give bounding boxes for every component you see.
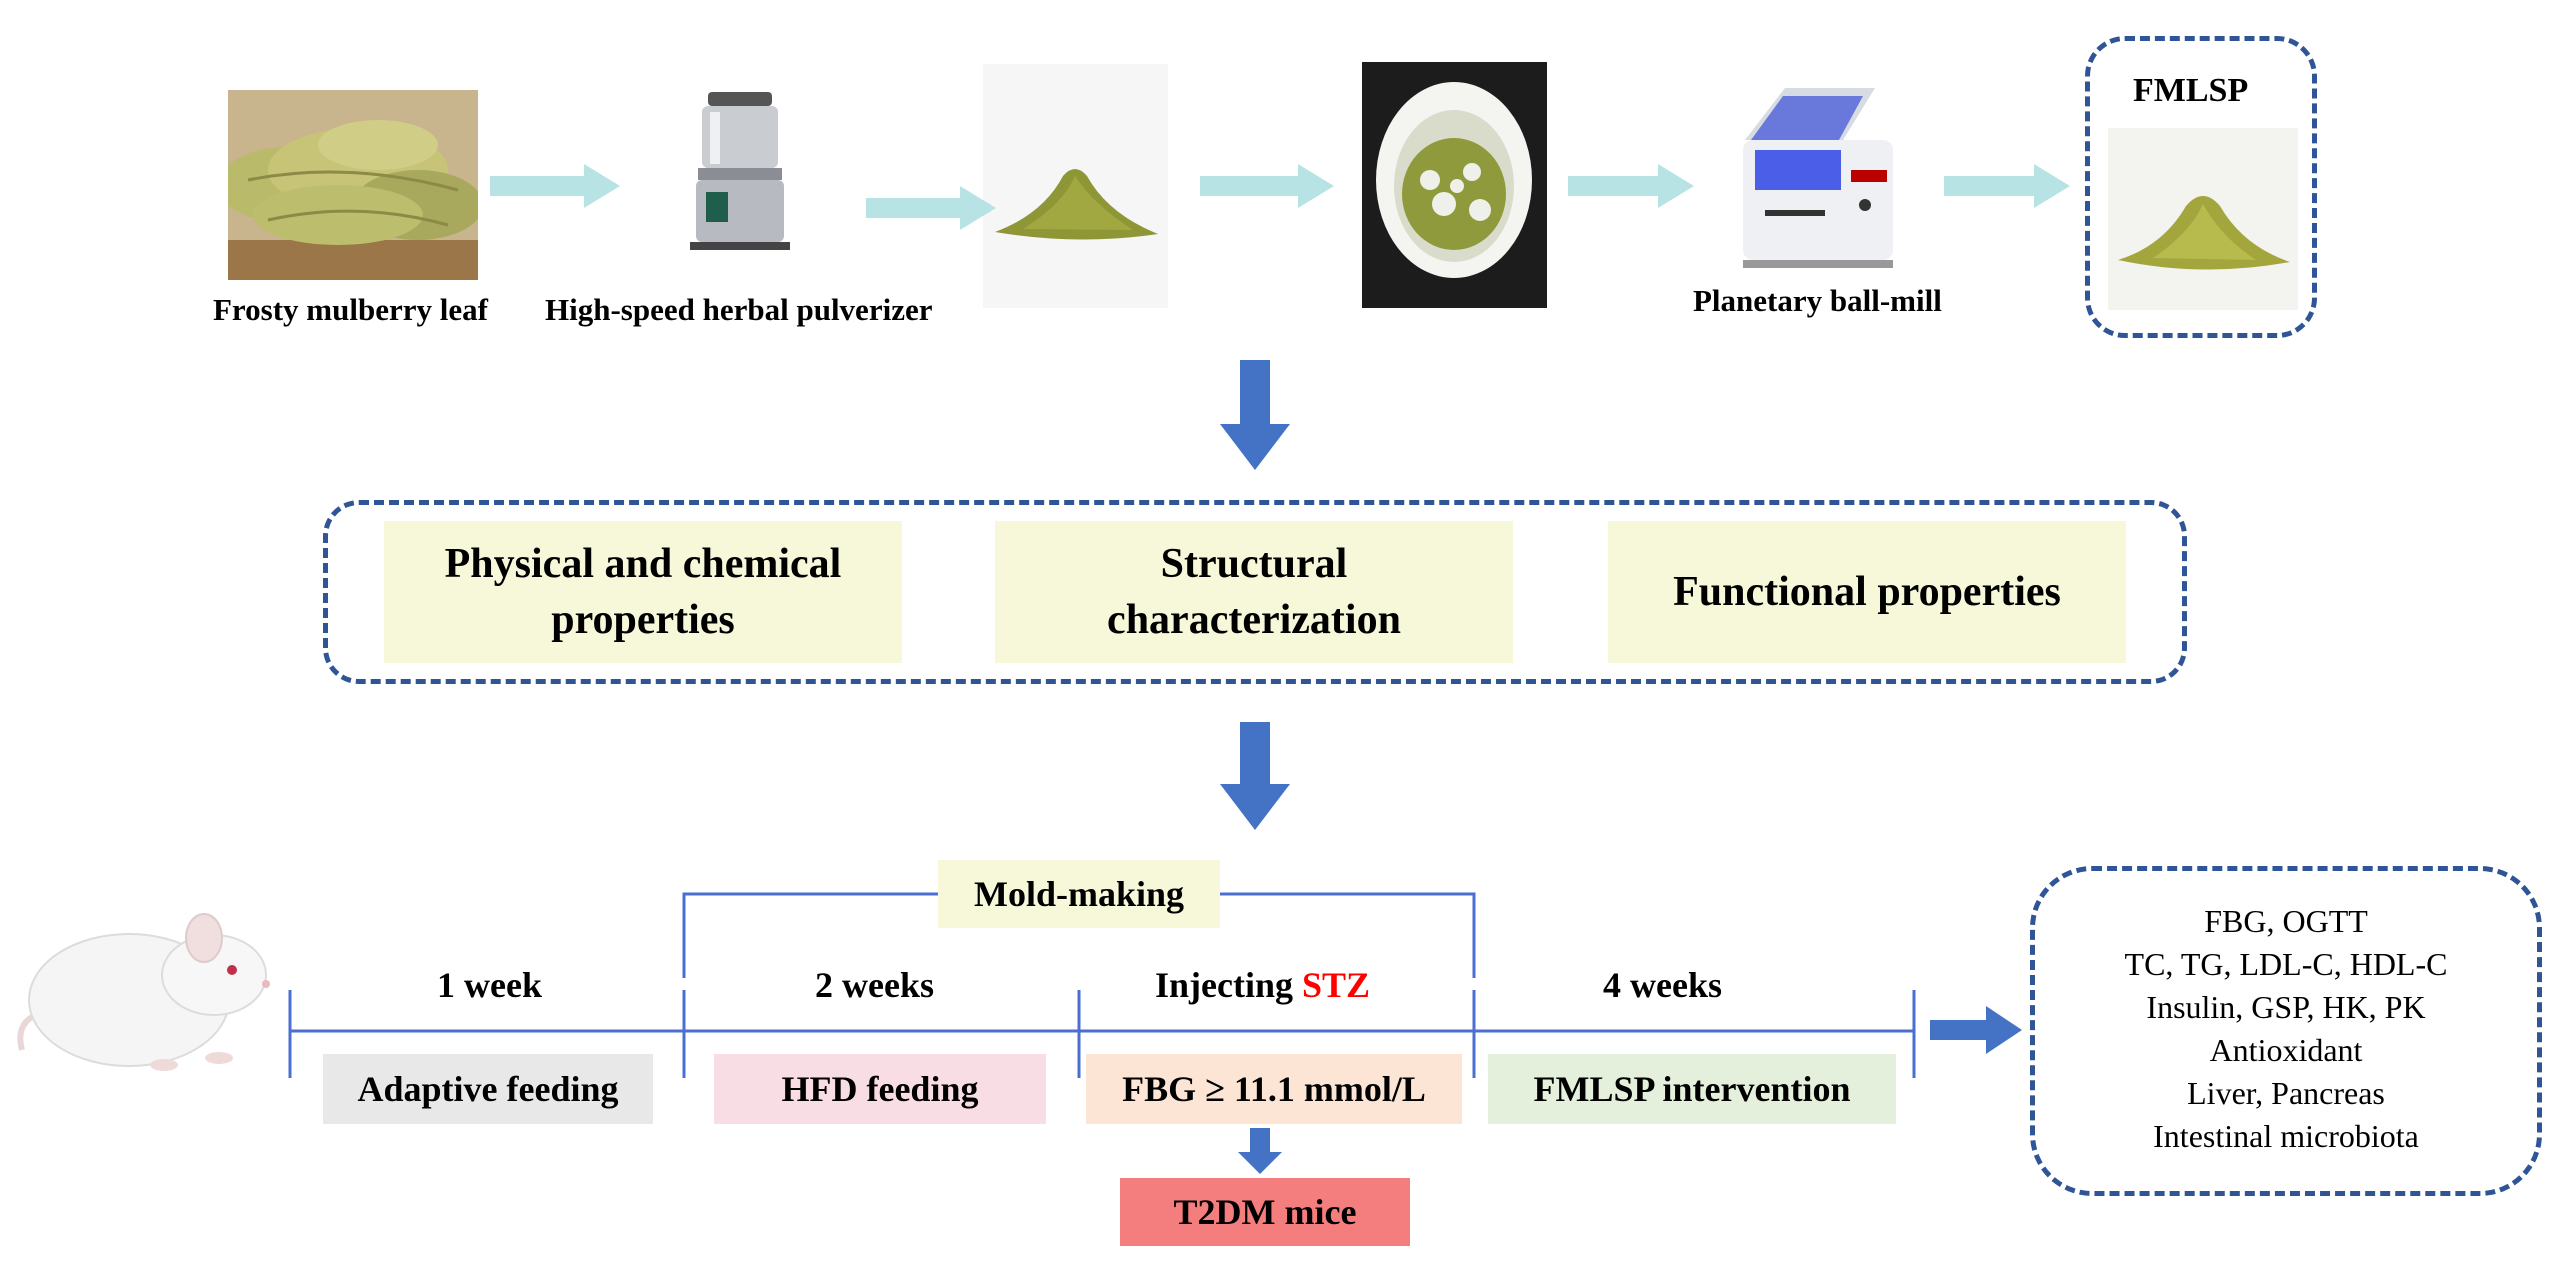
- fmlsp-intervention-box: FMLSP intervention: [1488, 1054, 1896, 1124]
- down-arrow-1: [1220, 360, 1290, 470]
- mold-making-box: Mold-making: [938, 860, 1220, 928]
- structural-label: Structural characterization: [1107, 541, 1401, 643]
- process-arrow-1: [490, 164, 620, 208]
- outcome-item: FBG, OGTT: [2204, 903, 2368, 939]
- week1-label: 1 week: [437, 965, 542, 1005]
- fbg-threshold-label: FBG ≥ 11.1 mmol/L: [1122, 1069, 1426, 1109]
- flow-arrows: [1220, 360, 2022, 1174]
- physical-chemical-box: Physical and chemical properties: [384, 521, 902, 663]
- fmlsp-powder-image: [2108, 128, 2298, 310]
- process-arrow-4: [1568, 164, 1694, 208]
- t2dm-mice-label: T2DM mice: [1173, 1192, 1357, 1232]
- fbg-threshold-box: FBG ≥ 11.1 mmol/L: [1086, 1054, 1462, 1124]
- functional-box: Functional properties: [1608, 521, 2126, 663]
- powder-image: [983, 64, 1168, 308]
- stz-text: STZ: [1302, 965, 1371, 1005]
- week4-label: 4 weeks: [1603, 965, 1722, 1005]
- fmlsp-product-frame: [2085, 36, 2317, 338]
- process-arrows: [490, 164, 2070, 230]
- adaptive-feeding-box: Adaptive feeding: [323, 1054, 653, 1124]
- outcomes-list: FBG, OGTT TC, TG, LDL-C, HDL-C Insulin, …: [2040, 900, 2532, 1158]
- down-arrow-2: [1220, 722, 1290, 830]
- pulverizer-image: [680, 88, 800, 253]
- injecting-text: Injecting: [1155, 965, 1302, 1005]
- process-arrow-3: [1200, 164, 1334, 208]
- outcome-item: TC, TG, LDL-C, HDL-C: [2124, 946, 2448, 982]
- outcome-item: Insulin, GSP, HK, PK: [2146, 989, 2426, 1025]
- process-arrow-2: [866, 186, 996, 230]
- right-arrow: [1930, 1006, 2022, 1054]
- hfd-feeding-label: HFD feeding: [781, 1069, 979, 1109]
- physical-chemical-label: Physical and chemical properties: [444, 541, 842, 643]
- fmlsp-product-label: FMLSP: [2133, 72, 2249, 109]
- functional-label: Functional properties: [1673, 569, 2061, 615]
- down-arrow-3: [1238, 1128, 1282, 1174]
- outcome-item: Intestinal microbiota: [2153, 1118, 2419, 1154]
- mulberry-leaf-image: [228, 90, 478, 280]
- t2dm-mice-box: T2DM mice: [1120, 1178, 1410, 1246]
- adaptive-feeding-label: Adaptive feeding: [357, 1069, 619, 1109]
- ball-mill-image: [1725, 80, 1915, 275]
- step2-label: High-speed herbal pulverizer: [545, 292, 933, 327]
- outcome-item: Liver, Pancreas: [2187, 1075, 2385, 1111]
- structural-box: Structural characterization: [995, 521, 1513, 663]
- timeline: [288, 892, 1916, 1078]
- mortar-image: [1362, 62, 1547, 308]
- injecting-stz-label: Injecting STZ: [1155, 964, 1370, 1006]
- step5-label: Planetary ball-mill: [1693, 283, 1942, 318]
- process-arrow-5: [1944, 164, 2070, 208]
- mold-making-label: Mold-making: [973, 874, 1185, 914]
- fmlsp-intervention-label: FMLSP intervention: [1533, 1069, 1851, 1109]
- outcome-item: Antioxidant: [2209, 1032, 2363, 1068]
- step1-label: Frosty mulberry leaf: [213, 292, 488, 327]
- mold-making-bracket: [682, 892, 938, 978]
- mouse-image: [14, 880, 284, 1085]
- analysis-frame: [323, 500, 2187, 684]
- hfd-feeding-box: HFD feeding: [714, 1054, 1046, 1124]
- mold-making-bracket-right: [1220, 892, 1476, 978]
- outcomes-frame: [2030, 866, 2542, 1196]
- week2-label: 2 weeks: [815, 965, 934, 1005]
